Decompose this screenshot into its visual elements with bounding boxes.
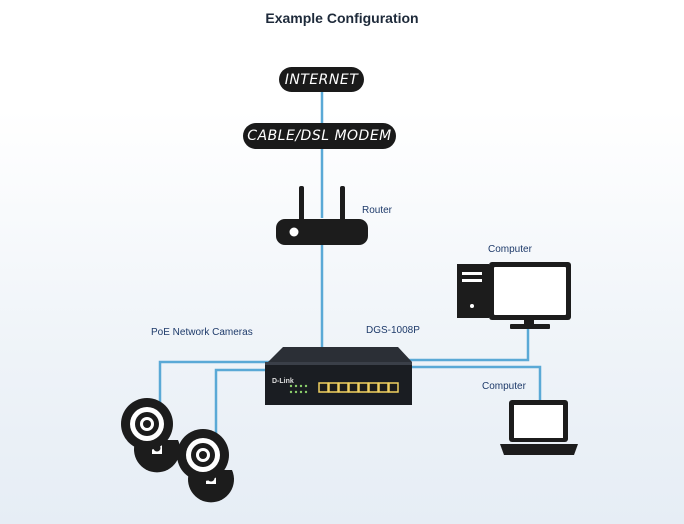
diagram-title: Example Configuration <box>265 10 419 26</box>
cable-switch-laptop <box>410 365 542 400</box>
cable-switch-camera-2 <box>214 368 282 438</box>
cable-switch-desktop <box>405 328 530 362</box>
internet-node: INTERNET <box>279 67 364 92</box>
switch-device-icon <box>265 347 412 405</box>
switch-brand-label: D-Link <box>272 378 294 385</box>
poe-camera-icon-2 <box>177 429 235 503</box>
desktop-computer-icon <box>457 262 571 329</box>
cable-switch-camera-1 <box>158 360 280 408</box>
cameras-label: PoE Network Cameras <box>151 327 253 338</box>
laptop-computer-label: Computer <box>482 381 526 392</box>
desktop-computer-label: Computer <box>488 244 532 255</box>
modem-node: CABLE/DSL MODEM <box>243 123 396 149</box>
cables <box>158 90 542 438</box>
router-icon <box>276 186 368 245</box>
router-label: Router <box>362 205 393 216</box>
laptop-computer-icon <box>500 400 578 455</box>
poe-camera-icon-1 <box>121 398 180 473</box>
switch-ports <box>318 382 399 393</box>
switch-label: DGS-1008P <box>366 325 420 336</box>
